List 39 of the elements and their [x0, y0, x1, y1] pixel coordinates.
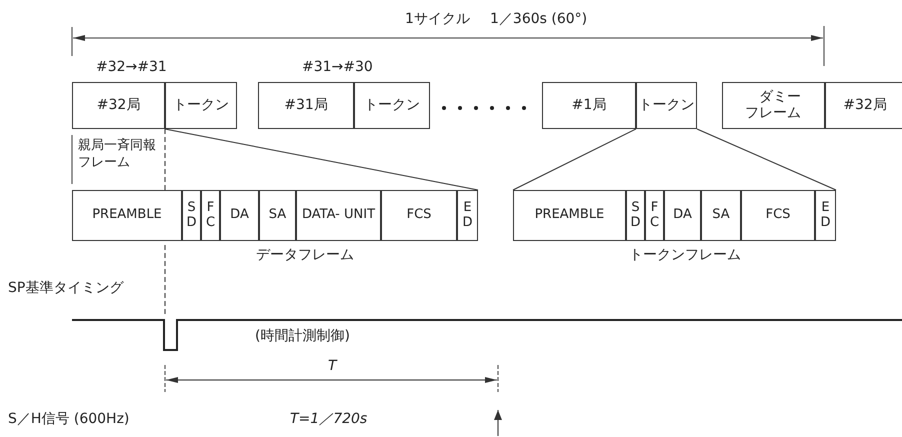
frame-field-cell: PREAMBLE — [72, 190, 182, 241]
cycle-label: 1サイクル — [405, 10, 470, 28]
token-pass-label: #32→#31 — [96, 58, 167, 76]
frame-slot-box: #32局 — [825, 82, 902, 129]
frame-field-cell: DA — [220, 190, 259, 241]
frame-slot-box: トークン — [636, 82, 697, 129]
signal-name: S／H信号 (600Hz) — [8, 410, 130, 428]
frame-field-cell: DATA- UNIT — [296, 190, 381, 241]
frame-field-cell: DA — [664, 190, 701, 241]
dimension-label: T — [328, 357, 337, 376]
dashed-line — [164, 128, 166, 190]
frame-slot-box: #1局 — [542, 82, 636, 129]
expansion-line — [696, 128, 836, 190]
frame-caption: データフレーム — [255, 246, 355, 264]
frame-field-cell: S D — [182, 190, 201, 241]
frame-field-cell: PREAMBLE — [513, 190, 626, 241]
frame-field-cell: E D — [457, 190, 478, 241]
period-formula: T=1／720s — [290, 410, 368, 428]
frame-field-cell: F C — [201, 190, 220, 241]
frame-slot-box: トークン — [354, 82, 430, 129]
frame-field-cell: FCS — [741, 190, 815, 241]
frame-slot-box: ダミーフレーム — [722, 82, 825, 129]
frame-field-cell: F C — [645, 190, 664, 241]
frame-field-cell: E D — [815, 190, 836, 241]
expansion-line — [512, 128, 636, 190]
signal-note: (時間計測制御) — [255, 327, 350, 346]
frame-caption: トークンフレーム — [628, 246, 742, 264]
frame-note: 親局一斉同報フレーム — [78, 138, 157, 172]
frame-slot-box: #32局 — [72, 82, 165, 129]
frame-field-cell: SA — [701, 190, 741, 241]
expansion-line — [164, 128, 478, 190]
frame-field-cell: FCS — [381, 190, 457, 241]
token-pass-label: #31→#30 — [302, 58, 373, 76]
frame-slot-box: トークン — [165, 82, 237, 129]
frame-field-cell: SA — [259, 190, 296, 241]
frame-slot-box: #31局 — [258, 82, 354, 129]
signal-name: SP基準タイミング — [8, 279, 124, 298]
cycle-duration-label: 1／360s (60°) — [490, 10, 588, 28]
frame-field-cell: S D — [626, 190, 645, 241]
